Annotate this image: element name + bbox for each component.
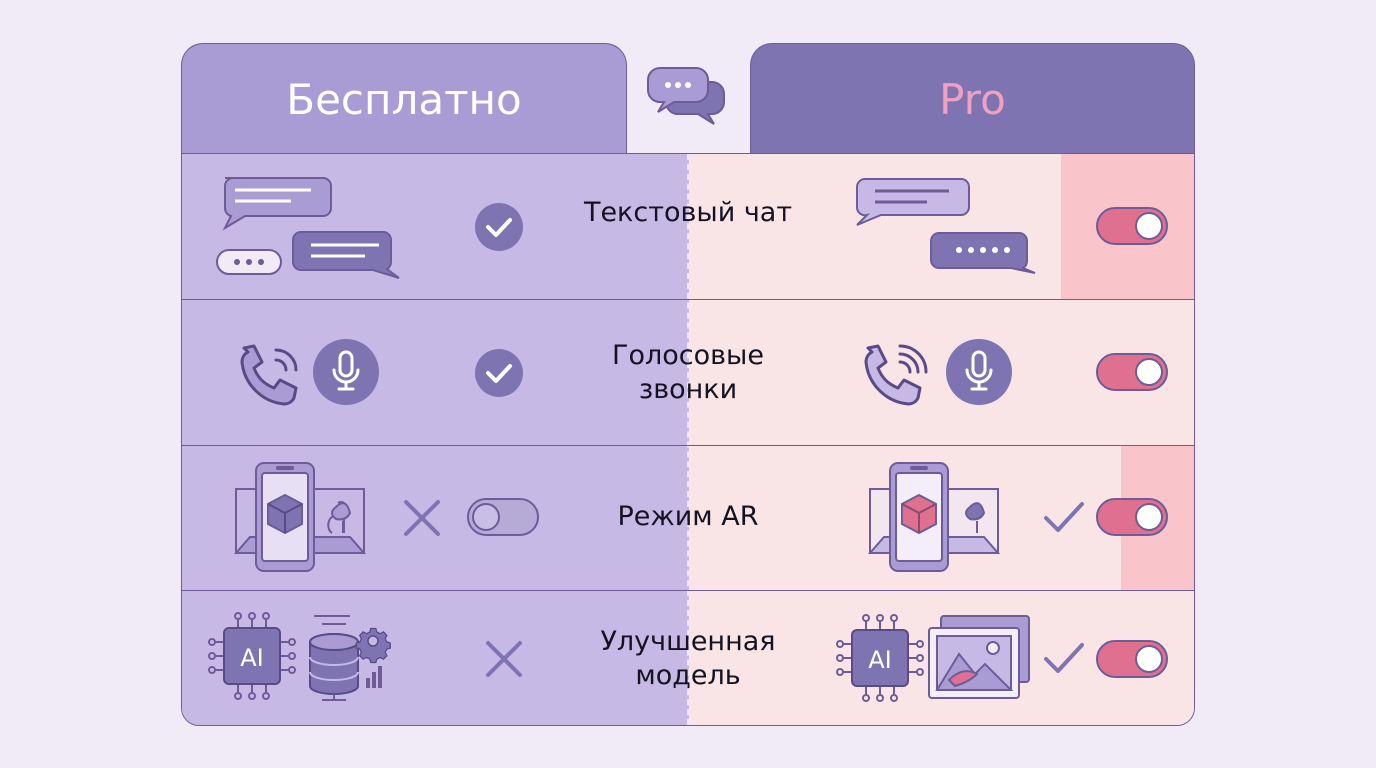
phone-ar-cube-icon xyxy=(233,462,367,572)
pro-text-chat-toggle[interactable] xyxy=(1096,207,1168,245)
feature-label: Режим AR xyxy=(617,501,759,532)
toggle-knob xyxy=(1135,212,1163,240)
pro-improved-model-toggle[interactable] xyxy=(1096,640,1168,678)
feature-label: Текстовый чат xyxy=(583,197,793,228)
chat-bubbles-icon xyxy=(647,67,725,125)
microphone-icon xyxy=(946,339,1012,405)
phone-ar-cube-icon xyxy=(867,462,1001,572)
message-bubbles-icon xyxy=(856,178,1036,274)
svg-text:AI: AI xyxy=(240,644,264,672)
free-plan-header: Бесплатно xyxy=(181,43,627,155)
toggle-knob xyxy=(1135,358,1163,386)
pro-plan-title: Pro xyxy=(939,75,1006,124)
message-bubbles-icon xyxy=(215,177,400,279)
check-circle-icon xyxy=(475,349,523,397)
column-divider xyxy=(687,154,689,725)
image-gallery-icon xyxy=(928,615,1030,699)
pro-plan-header: Pro xyxy=(750,43,1195,155)
toggle-knob xyxy=(1135,645,1163,673)
feature-label: Голосовые xyxy=(612,340,764,371)
feature-improved-model: Улучшенная модель xyxy=(538,624,838,694)
feature-voice-calls: Голосовые звонки xyxy=(538,338,838,408)
check-circle-icon xyxy=(475,203,523,251)
toggle-knob xyxy=(1135,503,1163,531)
phone-icon xyxy=(864,344,928,406)
pro-ar-mode-toggle[interactable] xyxy=(1096,498,1168,536)
ai-chip-icon: AI xyxy=(836,614,924,702)
database-icon xyxy=(309,615,382,701)
ai-chip-icon: AI xyxy=(208,612,296,700)
check-icon xyxy=(1044,502,1084,532)
cross-icon xyxy=(404,500,440,536)
gear-icon xyxy=(355,627,391,664)
feature-label: Улучшенная xyxy=(600,626,776,657)
feature-ar-mode: Режим AR xyxy=(538,482,838,552)
row-divider xyxy=(182,445,1194,446)
svg-text:AI: AI xyxy=(868,646,892,674)
row-divider xyxy=(182,299,1194,300)
microphone-icon xyxy=(313,339,379,405)
phone-icon xyxy=(240,344,298,406)
cross-icon xyxy=(486,641,522,677)
feature-label: модель xyxy=(635,660,741,691)
free-ar-mode-toggle[interactable] xyxy=(467,498,539,536)
feature-label: звонки xyxy=(638,374,738,405)
check-icon xyxy=(1044,643,1084,673)
feature-text-chat: Текстовый чат xyxy=(538,178,838,248)
pro-voice-calls-toggle[interactable] xyxy=(1096,353,1168,391)
free-plan-title: Бесплатно xyxy=(286,75,522,124)
row-divider xyxy=(182,590,1194,591)
toggle-knob xyxy=(472,503,500,531)
